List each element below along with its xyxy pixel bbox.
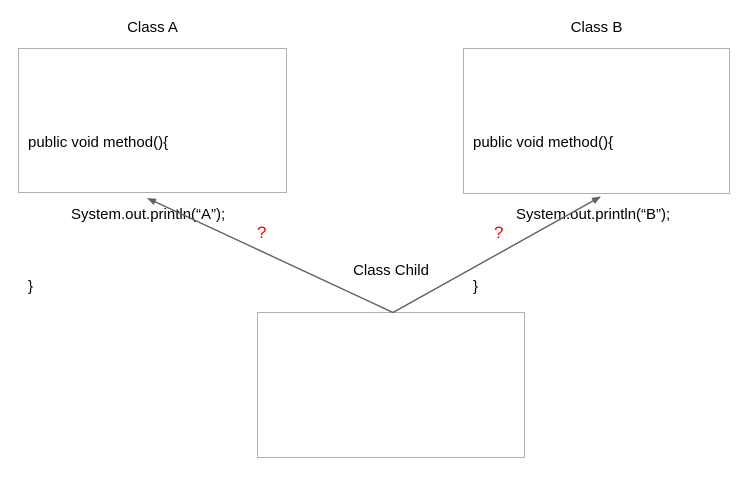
code-line: } — [28, 278, 34, 295]
class-a-box: public void method(){ System.out.println… — [18, 48, 287, 295]
class-a-code: public void method(){ System.out.println… — [19, 49, 286, 347]
class-b-title: Class B — [570, 19, 623, 36]
class-b-box: public void method(){ System.out.println… — [463, 48, 730, 295]
question-mark-left: ? — [257, 223, 267, 242]
class-child-title: Class Child — [353, 262, 429, 279]
code-line: System.out.println(“B”); — [516, 206, 671, 223]
class-b-code: public void method(){ System.out.println… — [464, 49, 729, 347]
code-line: System.out.println(“A”); — [71, 206, 226, 223]
class-child-box — [257, 312, 525, 458]
class-a-title: Class A — [127, 19, 178, 36]
question-mark-right: ? — [494, 223, 504, 242]
code-line: public void method(){ — [473, 134, 614, 151]
code-line: public void method(){ — [28, 134, 169, 151]
